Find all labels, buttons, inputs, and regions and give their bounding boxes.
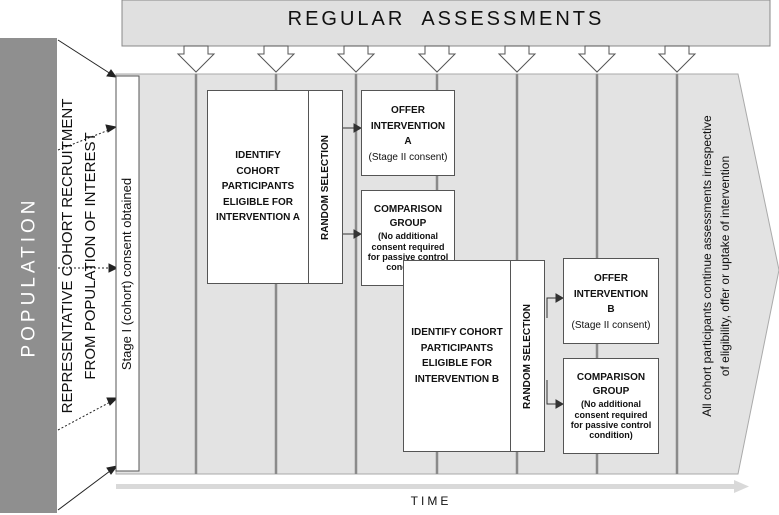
random-selection-a-box: RANDOM SELECTION (308, 90, 343, 284)
offer-intervention-a-box: OFFER INTERVENTION A (Stage II consent) (361, 90, 455, 176)
continuation-label: All cohort participants continue assessm… (698, 71, 734, 461)
offer-intervention-a-title: OFFER INTERVENTION A (370, 105, 446, 148)
continuation-label-line1: All cohort participants continue assessm… (700, 115, 714, 417)
identify-eligible-a-box: IDENTIFY COHORT PARTICIPANTS ELIGIBLE FO… (207, 90, 309, 284)
selection-arrows-b (546, 293, 565, 409)
regular-assessments-title: REGULAR ASSESSMENTS (287, 8, 605, 30)
offer-intervention-b-note: (Stage II consent) (571, 319, 651, 331)
offer-intervention-b-title: OFFER INTERVENTION B (573, 273, 649, 316)
random-selection-b-label: RANDOM SELECTION (522, 303, 533, 409)
offer-intervention-b-box: OFFER INTERVENTION B (Stage II consent) (563, 258, 659, 344)
population-band (0, 38, 57, 513)
comparison-group-b-title: COMPARISON GROUP (576, 372, 646, 398)
comparison-group-b-note: (No additional consent required for pass… (570, 399, 652, 441)
identify-eligible-b-box: IDENTIFY COHORT PARTICIPANTS ELIGIBLE FO… (403, 260, 511, 452)
recruitment-arrows (57, 39, 119, 511)
population-label: POPULATION (18, 196, 40, 358)
comparison-group-a-title: COMPARISON GROUP (373, 204, 443, 230)
regular-assessments-band (121, 0, 771, 47)
time-arrow (116, 480, 749, 493)
time-label: TIME (410, 494, 452, 508)
random-selection-b-box: RANDOM SELECTION (510, 260, 545, 452)
recruitment-label: REPRESENTATIVE COHORT RECRUITMENT FROM P… (56, 46, 108, 466)
random-selection-a-label: RANDOM SELECTION (320, 134, 331, 240)
stage1-consent-label: Stage I (cohort) consent obtained (119, 177, 134, 371)
recruitment-label-line2: FROM POPULATION OF INTEREST (82, 132, 99, 380)
comparison-group-b-box: COMPARISON GROUP (No additional consent … (563, 358, 659, 454)
assessment-arrows (176, 45, 697, 73)
recruitment-label-line1: REPRESENTATIVE COHORT RECRUITMENT (59, 98, 76, 414)
offer-intervention-a-note: (Stage II consent) (368, 151, 448, 163)
continuation-label-line2: of eligibility, offer or uptake of inter… (718, 155, 732, 377)
stage1-consent-bar (115, 75, 140, 472)
